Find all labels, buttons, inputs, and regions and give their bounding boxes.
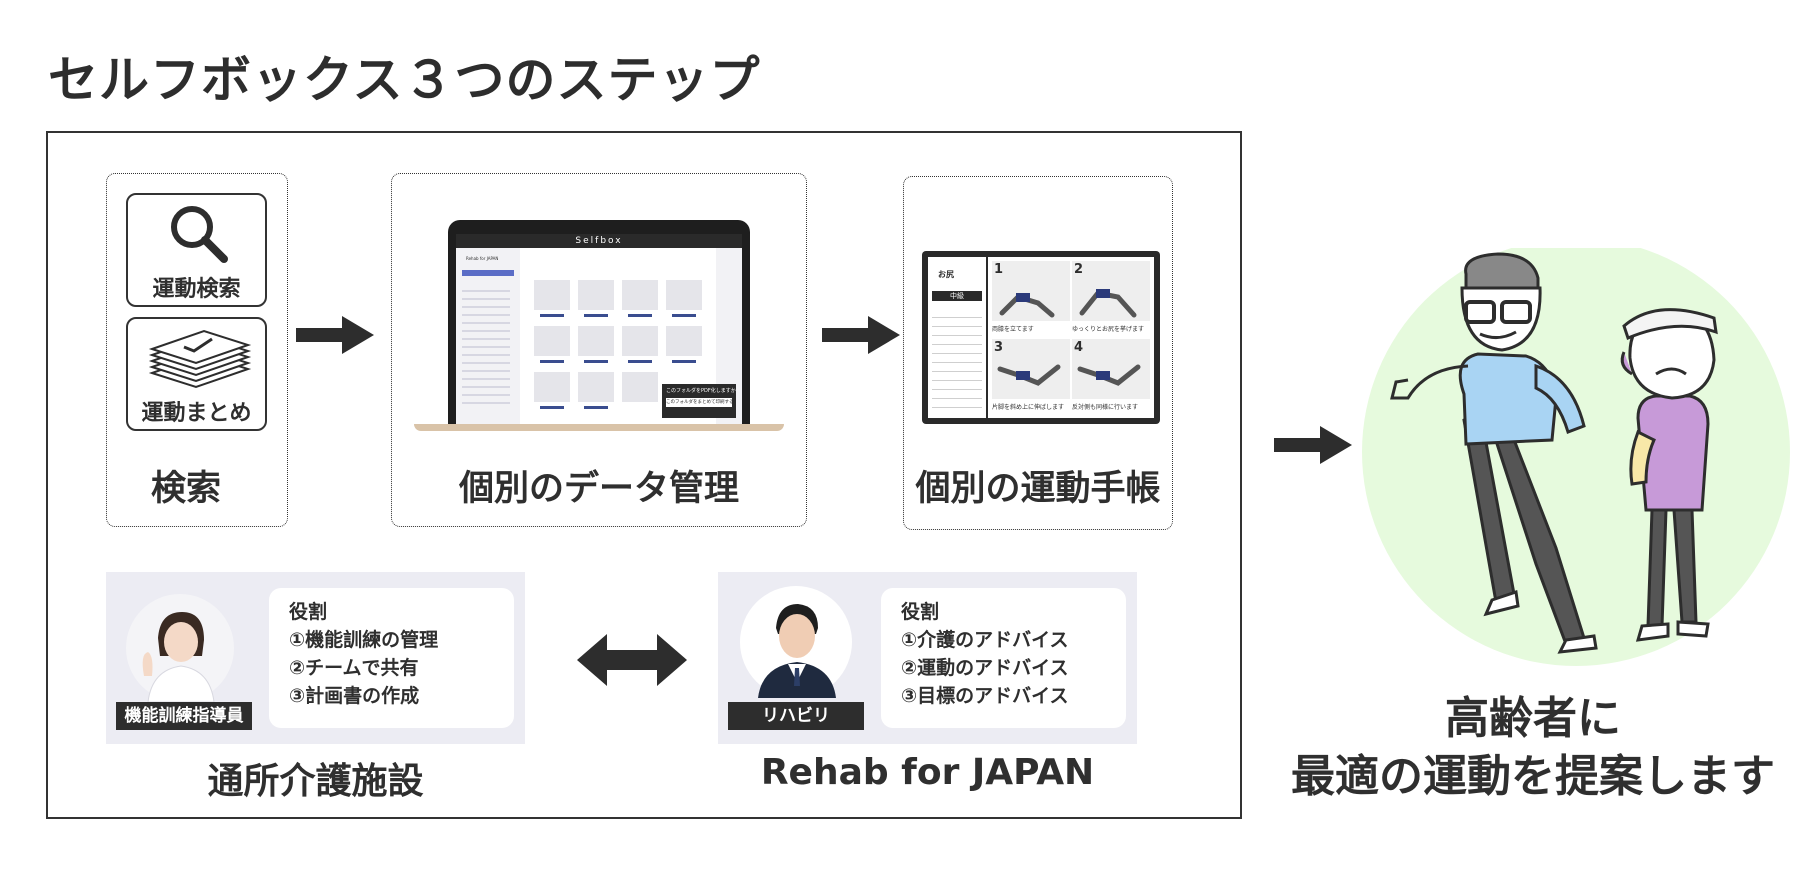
laptop-illustration: Selfbox Rehab for JAPAN このフォルダをPDF化しますか … bbox=[414, 220, 784, 434]
facility-role-panel: 機能訓練指導員 役割 ①機能訓練の管理 ②チームで共有 ③計画書の作成 bbox=[106, 572, 525, 744]
panel-caption: 両膝を立てます bbox=[992, 326, 1034, 333]
summary-card-label: 運動まとめ bbox=[141, 401, 252, 426]
step-search-box bbox=[106, 173, 288, 527]
notebook-panels: 1 2 3 4 両膝を立てます ゆっくりとお尻を挙げます 片脚を斜め上に伸ばしま… bbox=[988, 257, 1154, 418]
role-heading: 役割 bbox=[901, 601, 940, 623]
role-item: ③計画書の作成 bbox=[289, 685, 420, 707]
app-brand: Rehab for JAPAN bbox=[466, 256, 499, 261]
panel-number: 4 bbox=[1074, 340, 1084, 355]
rehab-org-label: Rehab for JAPAN bbox=[760, 752, 1095, 793]
search-card-label: 運動検索 bbox=[152, 277, 241, 302]
pdf-popup-line2: このフォルダをまとめて印刷する bbox=[666, 398, 732, 407]
panel-number: 2 bbox=[1074, 262, 1084, 277]
role-item: ①介護のアドバイス bbox=[901, 629, 1069, 651]
summary-card: 運動まとめ bbox=[126, 317, 267, 431]
panel-caption: 片脚を斜め上に伸ばします bbox=[992, 404, 1065, 411]
panel-caption: ゆっくりとお尻を挙げます bbox=[1072, 326, 1145, 333]
staff-avatar bbox=[126, 594, 234, 702]
laptop-base bbox=[414, 424, 784, 431]
step-data-label: 個別のデータ管理 bbox=[458, 469, 739, 509]
step-notebook-box bbox=[903, 176, 1173, 530]
arrow-right-icon bbox=[1274, 426, 1352, 464]
search-icon bbox=[171, 206, 228, 263]
notebook-sheet-title: お尻 bbox=[938, 270, 954, 279]
rehab-role-panel: リハビリ 役割 ①介護のアドバイス ②運動のアドバイス ③目標のアドバイス bbox=[718, 572, 1137, 744]
role-item: ③目標のアドバイス bbox=[901, 685, 1069, 707]
paper-stack-icon bbox=[148, 329, 252, 389]
page-title: セルフボックス３つのステップ bbox=[48, 51, 761, 109]
arrow-right-icon bbox=[822, 316, 900, 354]
laptop-screen: Selfbox Rehab for JAPAN このフォルダをPDF化しますか … bbox=[456, 234, 742, 424]
arrow-right-icon bbox=[296, 316, 374, 354]
panel-number: 1 bbox=[994, 262, 1004, 277]
role-item: ②運動のアドバイス bbox=[901, 657, 1069, 679]
therapist-avatar bbox=[740, 586, 852, 698]
notebook-sheet: お尻 中級 bbox=[928, 257, 986, 418]
role-item: ①機能訓練の管理 bbox=[289, 629, 439, 651]
conclusion-line1: 高齢者に bbox=[1445, 693, 1621, 744]
seniors-walking-illustration bbox=[1362, 248, 1790, 666]
panel-number: 3 bbox=[994, 340, 1004, 355]
panel-caption: 反対側も同様に行います bbox=[1072, 404, 1139, 411]
staff-badge: 機能訓練指導員 bbox=[116, 702, 252, 730]
rehab-role-card: 役割 ①介護のアドバイス ②運動のアドバイス ③目標のアドバイス bbox=[881, 588, 1126, 728]
facility-org-label: 通所介護施設 bbox=[207, 761, 424, 802]
conclusion-line2: 最適の運動を提案します bbox=[1291, 751, 1775, 802]
pdf-popup: このフォルダをPDF化しますか このフォルダをまとめて印刷する bbox=[662, 384, 736, 418]
exercise-grid bbox=[534, 280, 702, 409]
search-card: 運動検索 bbox=[126, 193, 267, 307]
app-name: Selfbox bbox=[575, 236, 623, 246]
role-heading: 役割 bbox=[289, 601, 328, 623]
double-arrow-icon bbox=[577, 634, 687, 686]
step-notebook-label: 個別の運動手帳 bbox=[915, 469, 1161, 509]
pdf-popup-line1: このフォルダをPDF化しますか bbox=[666, 388, 736, 394]
exercise-figures bbox=[997, 289, 1141, 386]
notebook-level: 中級 bbox=[932, 291, 982, 301]
therapist-badge: リハビリ bbox=[728, 702, 864, 730]
steps-frame bbox=[46, 131, 1242, 819]
role-item: ②チームで共有 bbox=[289, 657, 419, 679]
notebook-illustration: お尻 中級 1 2 3 4 両膝を立てます ゆっくりとお尻を挙げます 片脚を斜め… bbox=[922, 251, 1160, 424]
app-sidebar: Rehab for JAPAN bbox=[456, 248, 520, 424]
step-data-box bbox=[391, 173, 807, 527]
step-search-label: 検索 bbox=[150, 469, 221, 509]
facility-role-card: 役割 ①機能訓練の管理 ②チームで共有 ③計画書の作成 bbox=[269, 588, 514, 728]
